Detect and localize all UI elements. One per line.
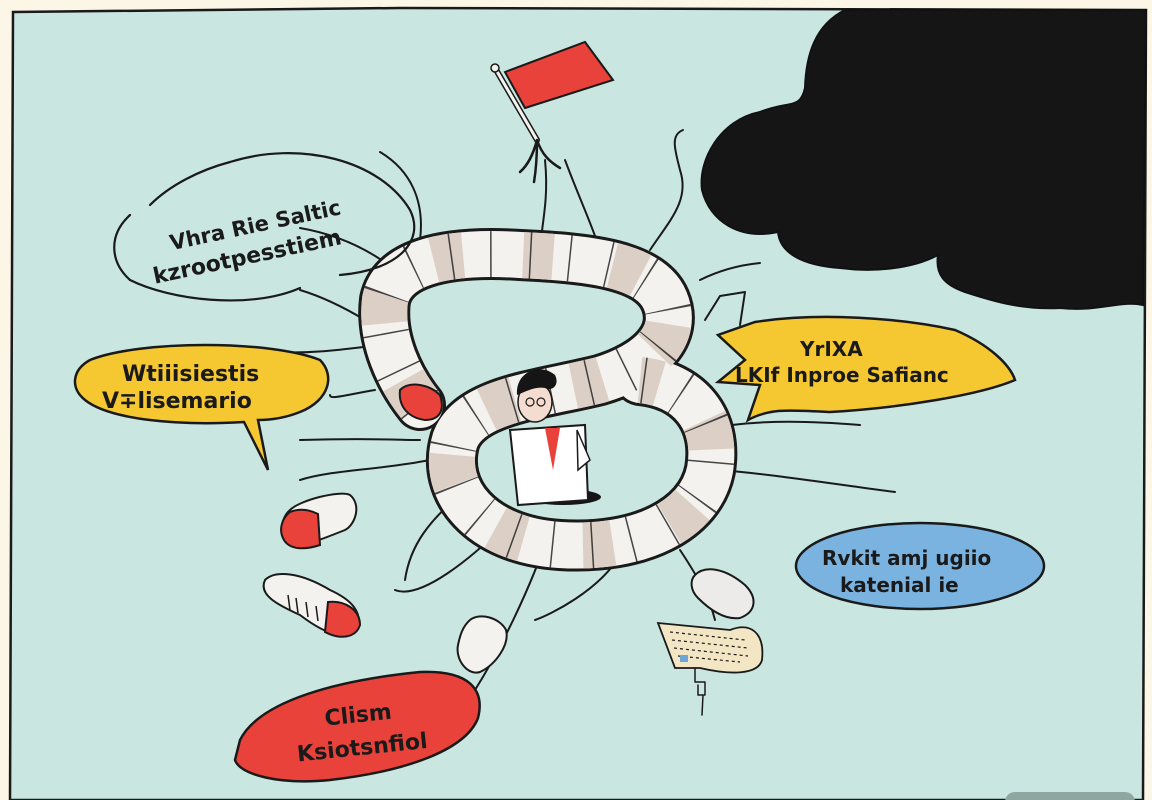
bubble-yellow-right: YrIXA LKIf Inproe Safianc	[714, 315, 1017, 423]
bubble-blue-right-line1: Rvkit amj ugiio	[822, 546, 991, 570]
storm-cloud	[700, 9, 1148, 310]
bubble-blue-right: Rvkit amj ugiio katenial ie	[794, 521, 1046, 611]
bubble-yellow-left: Wtiiisiestis V∓lisemario	[73, 343, 330, 471]
pill-chain-loop	[358, 228, 738, 572]
bubble-yellow-left-line2: V∓lisemario	[102, 389, 252, 414]
corner-tab	[1005, 792, 1135, 800]
bubble-yellow-right-line2: LKIf Inproe Safianc	[735, 363, 949, 387]
red-flag-icon	[490, 40, 615, 184]
scroll-document-icon	[656, 621, 764, 716]
bubble-red-bottom: Clism Ksiotsnfiol	[233, 670, 481, 783]
doctor-figure	[508, 369, 601, 507]
pill-white	[456, 615, 508, 674]
bubble-yellow-left-line1: Wtiiisiestis	[122, 362, 259, 387]
bubble-blue-right-line2: katenial ie	[840, 573, 959, 597]
bubble-yellow-right-line1: YrIXA	[799, 337, 863, 361]
pill-red-white-2	[262, 573, 362, 638]
pill-red-white-1	[280, 492, 358, 550]
pill-white-2	[690, 568, 755, 620]
